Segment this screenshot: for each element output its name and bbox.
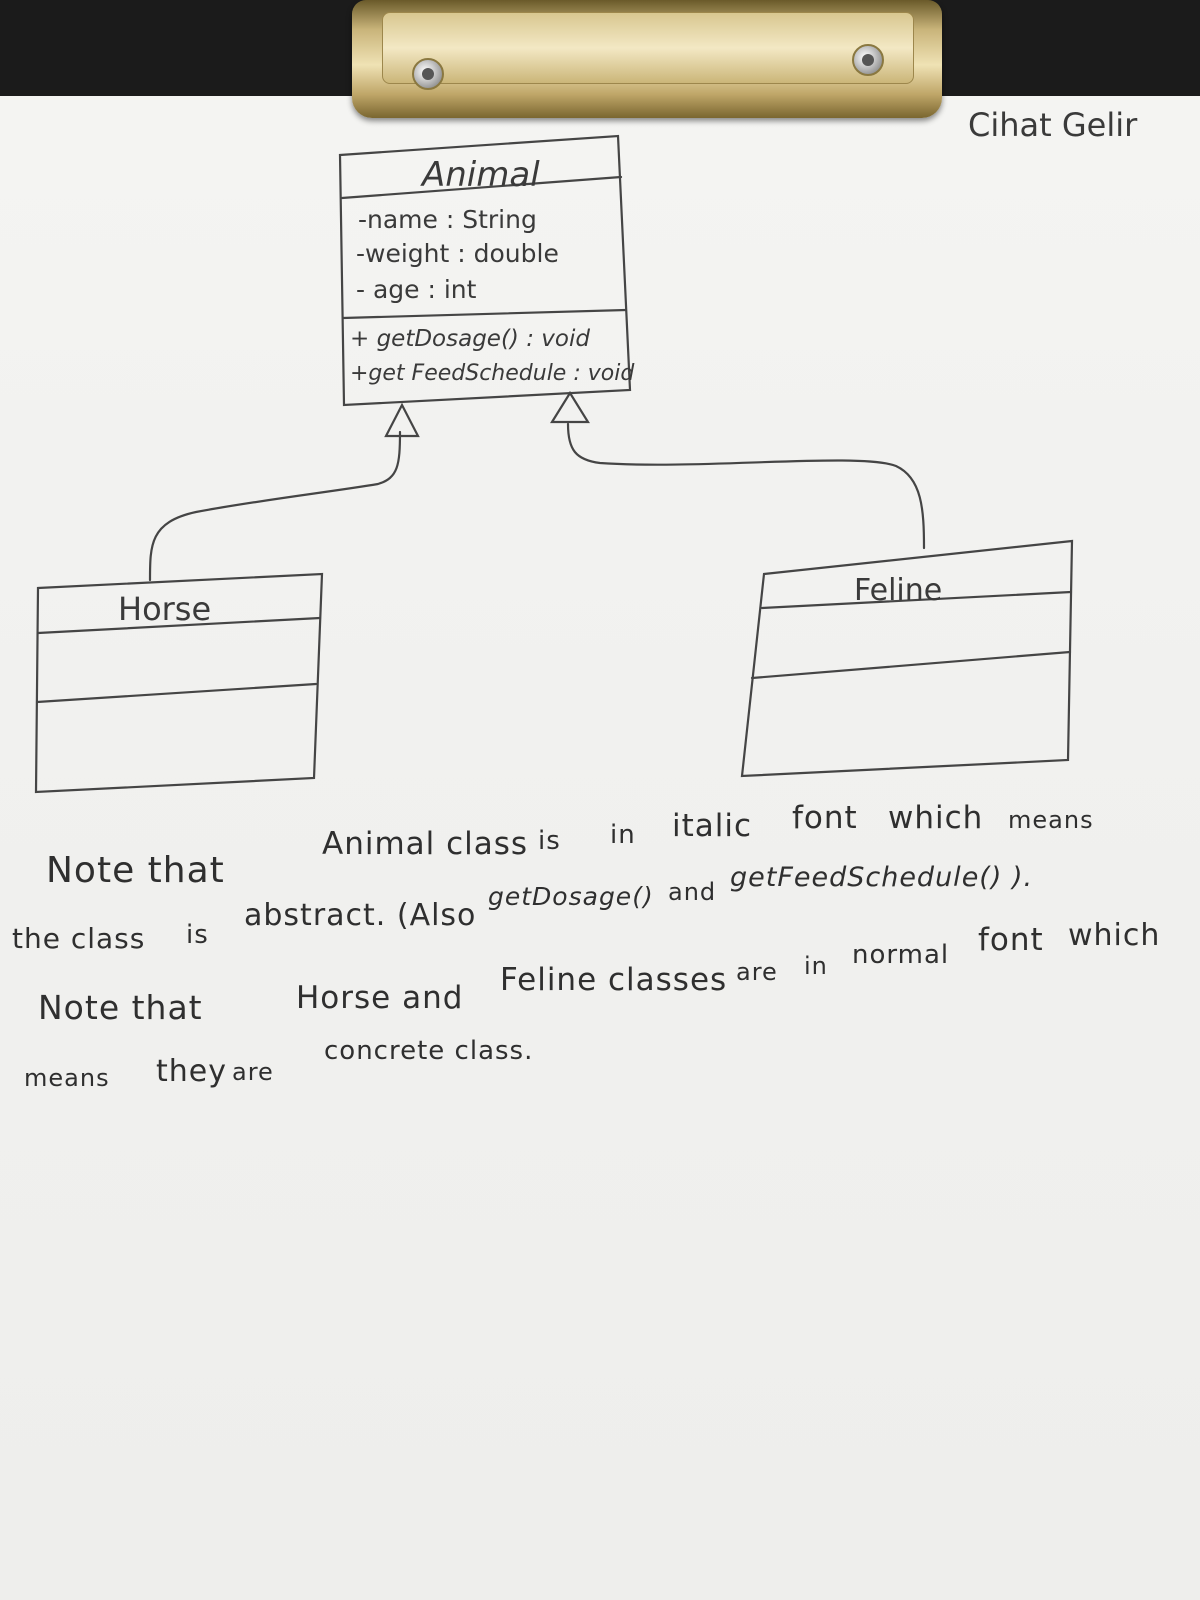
note-line1-b: Animal class xyxy=(322,826,529,862)
note-line4-d: concrete class. xyxy=(324,1036,534,1066)
generalization-line-feline xyxy=(566,422,926,550)
note-line2-f: getFeedSchedule() ). xyxy=(730,862,1034,893)
generalization-arrowhead-horse xyxy=(384,402,420,438)
class-box-animal xyxy=(338,134,632,407)
note-line2-a: the class xyxy=(12,922,146,955)
note-line1-d: in xyxy=(610,820,636,850)
class-attribute-animal-name: -name : String xyxy=(358,205,537,234)
class-divider-horse-name xyxy=(36,616,322,635)
note-line2-e: and xyxy=(668,878,717,906)
class-divider-animal-attrs xyxy=(341,308,628,320)
generalization-line-horse xyxy=(148,430,402,582)
class-divider-horse-attrs xyxy=(35,682,318,704)
note-line3-a: Note that xyxy=(38,988,203,1027)
note-line1-c: is xyxy=(538,826,561,856)
generalization-arrowhead-feline xyxy=(550,390,590,424)
class-method-animal-dosage: + getDosage() : void xyxy=(350,326,590,352)
class-outline-horse xyxy=(34,572,324,794)
author-signature: Cihat Gelir xyxy=(968,106,1138,144)
note-line1-g: which xyxy=(888,800,984,836)
rivet-left-icon xyxy=(412,58,444,90)
class-outline-animal xyxy=(338,134,632,407)
class-divider-feline-attrs xyxy=(750,650,1072,680)
note-line3-f: normal xyxy=(852,940,950,970)
class-divider-animal-name xyxy=(340,175,623,200)
note-line4-c: are xyxy=(232,1058,274,1086)
class-method-animal-feed: +get FeedSchedule : void xyxy=(350,361,635,386)
note-line3-h: which xyxy=(1068,918,1161,953)
class-box-feline xyxy=(740,539,1074,778)
clip-plate xyxy=(382,12,914,84)
note-line4-a: means xyxy=(24,1064,110,1092)
class-name-horse: Horse xyxy=(118,590,211,628)
class-name-feline: Feline xyxy=(854,573,942,608)
class-outline-feline xyxy=(740,539,1074,778)
note-line3-g: font xyxy=(978,922,1044,958)
class-attribute-animal-weight: -weight : double xyxy=(356,239,559,268)
note-line4-b: they xyxy=(156,1054,227,1089)
note-line1-f: font xyxy=(792,800,858,836)
clipboard-clip xyxy=(352,0,942,118)
note-line2-b: is xyxy=(186,920,209,950)
class-divider-feline-name xyxy=(760,590,1073,610)
note-line3-b: Horse and xyxy=(296,980,464,1016)
class-attribute-animal-age: - age : int xyxy=(356,275,477,304)
note-line1-h: means xyxy=(1008,806,1094,834)
note-line3-e: in xyxy=(804,952,828,980)
note-line3-d: are xyxy=(736,958,778,986)
note-line3-c: Feline classes xyxy=(500,962,728,998)
paper-sheet xyxy=(0,96,1200,1600)
note-line2-d: getDosage() xyxy=(488,882,654,911)
note-line2-c: abstract. (Also xyxy=(244,898,477,933)
note-line1-e: italic xyxy=(672,808,753,844)
class-name-animal: Animal xyxy=(420,155,540,195)
rivet-right-icon xyxy=(852,44,884,76)
class-box-horse xyxy=(34,572,324,794)
note-line1-a: Note that xyxy=(46,850,225,891)
